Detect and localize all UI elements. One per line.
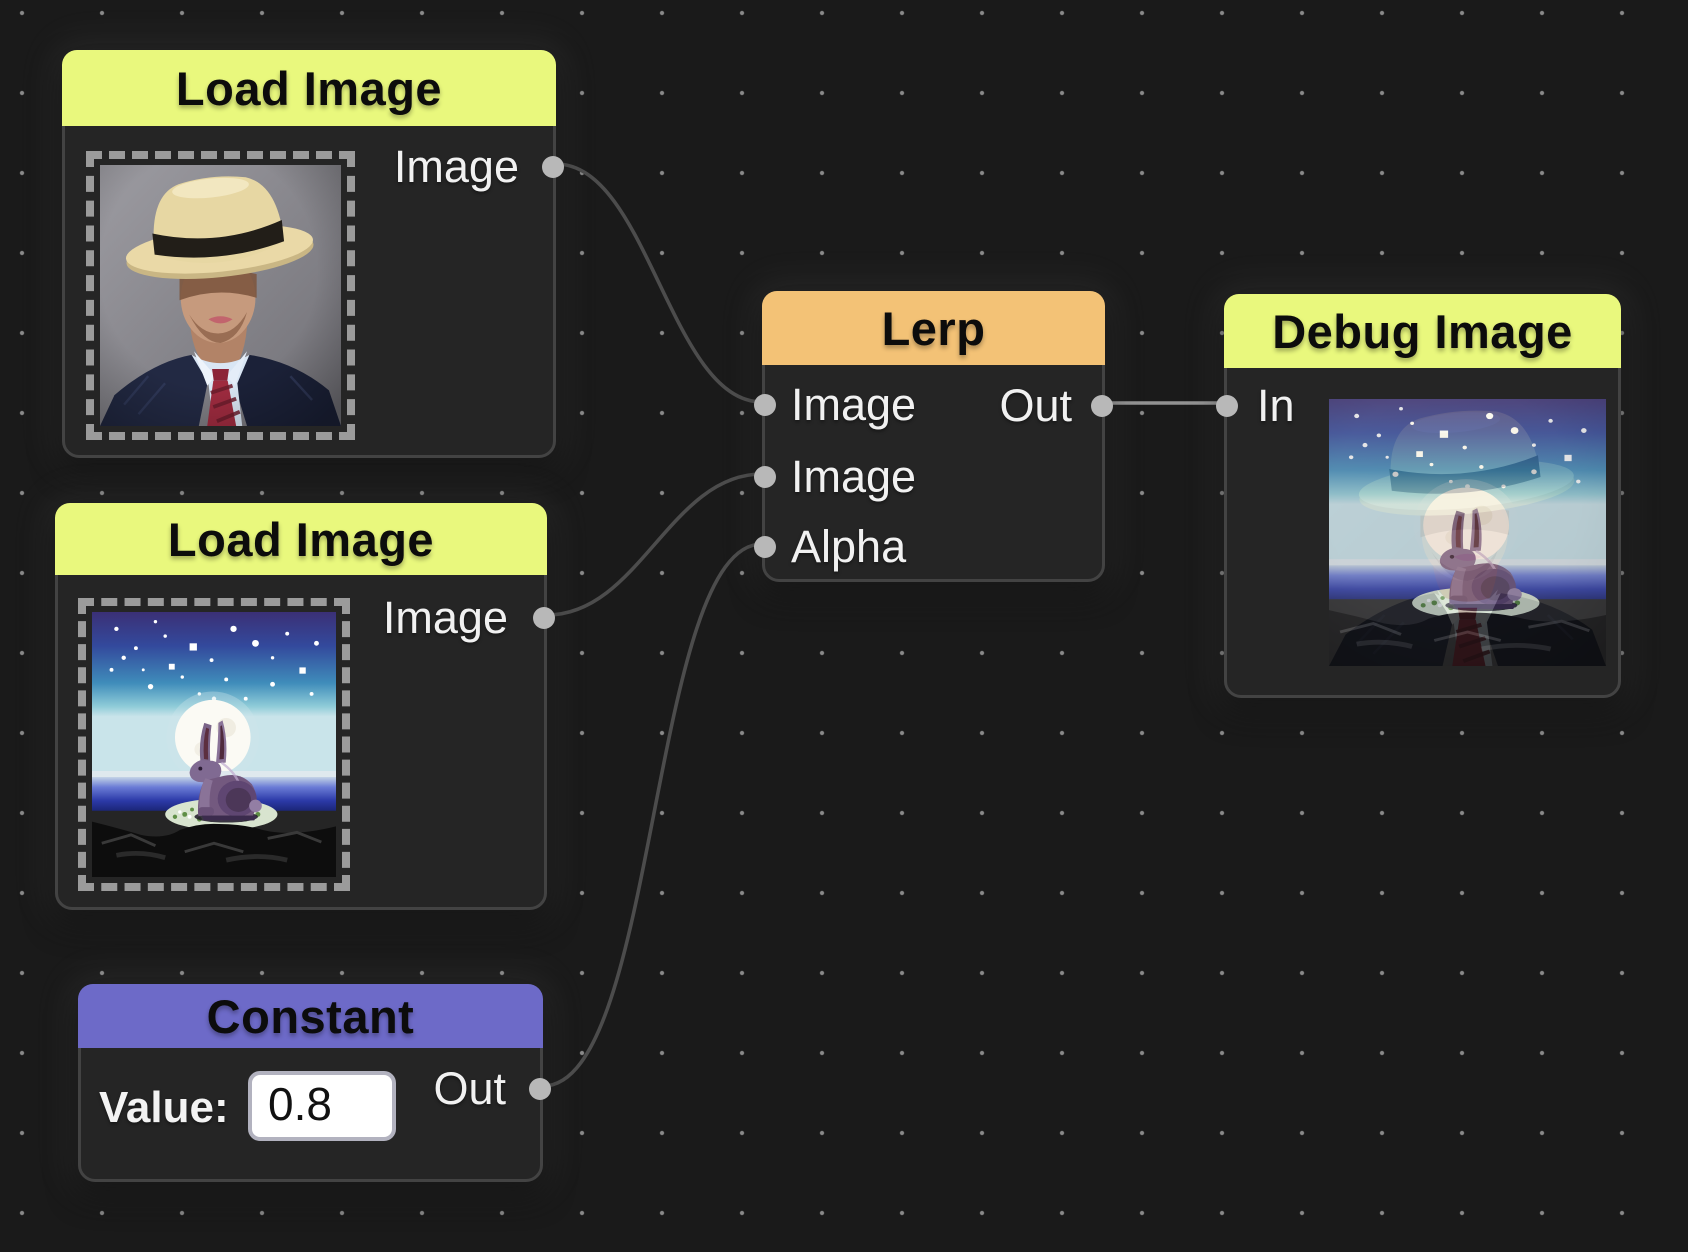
node-load-image-top[interactable]: Load Image Image [62,50,564,458]
image-dropzone[interactable] [86,151,355,440]
node-title: Lerp [881,301,986,355]
output-port-label: Image [393,141,519,192]
rabbit-moon-image [92,612,336,877]
node-title: Load Image [175,61,443,115]
node-header[interactable]: Lerp [762,291,1105,365]
input-port-label: Image [791,451,917,502]
input-port-alpha[interactable] [754,536,776,558]
wire-load-image-bottom-to-lerp-image2[interactable] [545,472,764,617]
output-port-label: Out [999,380,1072,431]
input-port-in[interactable] [1216,395,1238,417]
node-title: Debug Image [1272,304,1573,358]
input-port-image-2[interactable] [754,466,776,488]
value-input[interactable] [248,1071,396,1141]
node-lerp[interactable]: Lerp Image Image Alpha Out [754,291,1113,582]
node-title: Constant [206,989,415,1043]
wire-constant-out-to-lerp-alpha[interactable] [541,542,764,1088]
value-label: Value: [99,1083,229,1132]
node-constant[interactable]: Constant Value: Out [78,984,551,1182]
input-port-image-1[interactable] [754,394,776,416]
man-in-hat-ghost-overlay [1329,399,1606,666]
wire-load-image-top-to-lerp-image1[interactable] [554,162,764,404]
output-port-out[interactable] [1091,395,1113,417]
node-header[interactable]: Debug Image [1224,294,1621,368]
output-port-out[interactable] [529,1078,551,1100]
node-header[interactable]: Constant [78,984,543,1048]
output-port-label: Out [433,1063,506,1114]
input-port-label: Alpha [791,521,907,572]
node-load-image-bottom[interactable]: Load Image Image [55,503,555,910]
output-port-image[interactable] [533,607,555,629]
input-port-label: In [1257,380,1295,431]
node-header[interactable]: Load Image [62,50,556,126]
node-title: Load Image [167,512,435,566]
image-dropzone[interactable] [78,598,350,891]
man-in-hat-image [100,165,341,426]
node-header[interactable]: Load Image [55,503,547,575]
output-port-label: Image [382,592,508,643]
input-port-label: Image [791,379,917,430]
debug-image-preview [1329,399,1606,666]
output-port-image[interactable] [542,156,564,178]
node-debug-image[interactable]: Debug Image In [1216,294,1621,698]
